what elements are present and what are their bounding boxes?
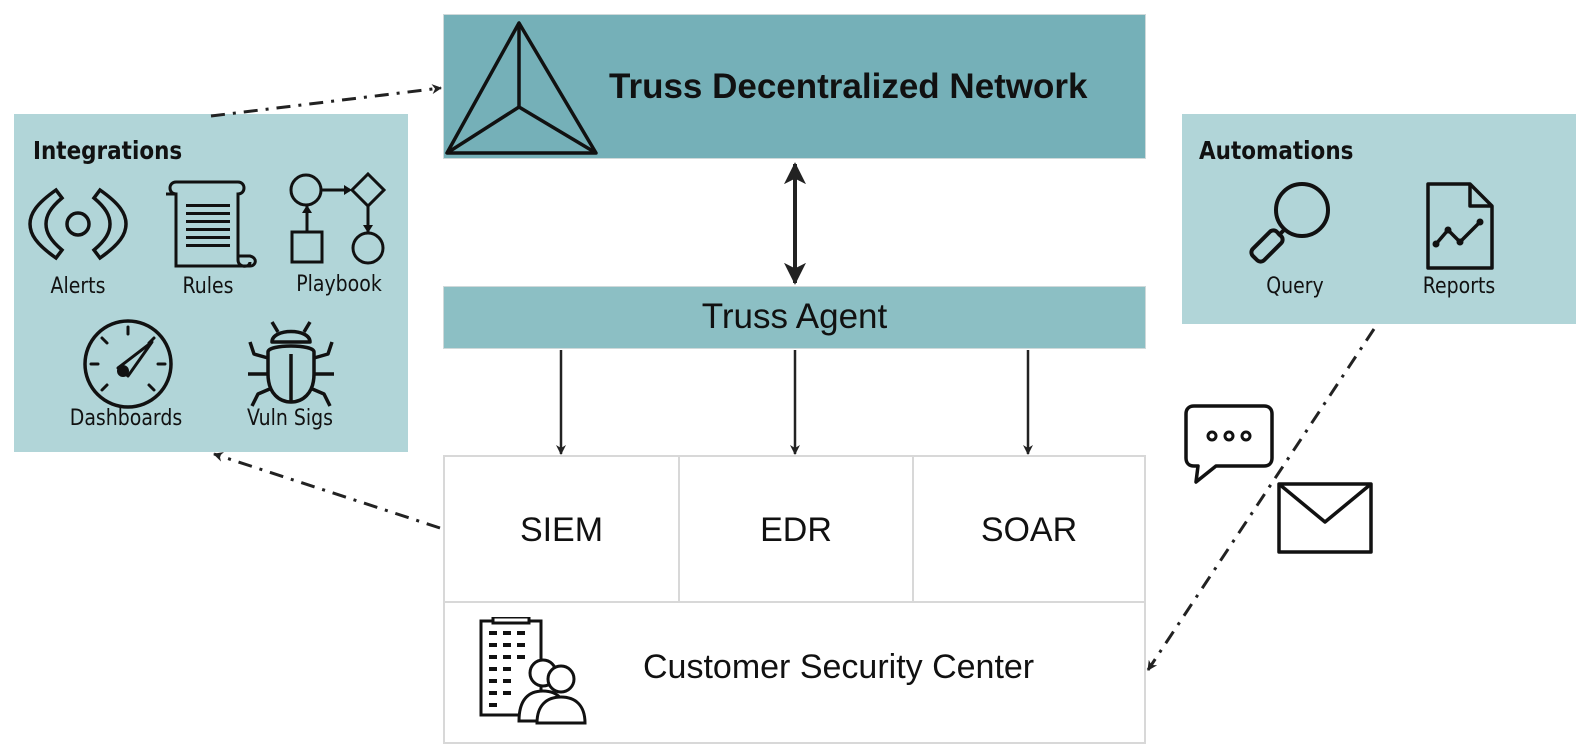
alerts-icon: [28, 187, 128, 261]
integrations-panel: Integrations Alerts Rules: [14, 114, 408, 452]
reports-label: Reports: [1422, 274, 1496, 299]
soar-label: SOAR: [980, 511, 1078, 549]
magnifier-icon: [1249, 182, 1330, 264]
soar-box: SOAR: [912, 455, 1146, 603]
truss-network-box: Truss Decentralized Network: [443, 14, 1146, 159]
integrations-title: Integrations: [33, 136, 183, 165]
rules-scroll-icon: [166, 180, 257, 268]
report-document-icon: [1426, 182, 1494, 270]
building-users-icon: [479, 617, 587, 725]
automations-title: Automations: [1199, 136, 1354, 165]
automations-panel: Automations Query Reports: [1182, 114, 1576, 324]
vuln-sigs-label: Vuln Sigs: [246, 406, 334, 431]
network-title: Truss Decentralized Network: [609, 67, 1088, 106]
bug-icon: [248, 321, 334, 407]
envelope-icon: [1277, 482, 1373, 554]
siem-label: SIEM: [519, 511, 604, 549]
truss-logo-icon: [445, 21, 598, 155]
truss-agent-box: Truss Agent: [443, 286, 1146, 349]
rules-label: Rules: [182, 274, 234, 299]
chat-bubble-icon: [1184, 404, 1274, 484]
siem-integrations-arrow: [213, 452, 441, 530]
siem-box: SIEM: [443, 455, 680, 603]
playbook-label: Playbook: [296, 272, 382, 297]
agent-title: Truss Agent: [701, 297, 888, 336]
dashboard-gauge-icon: [83, 319, 173, 409]
integrations-network-arrow: [210, 84, 442, 118]
customer-center-title: Customer Security Center: [643, 648, 1035, 686]
edr-label: EDR: [760, 511, 832, 549]
query-label: Query: [1266, 274, 1324, 299]
alerts-label: Alerts: [50, 274, 106, 299]
playbook-flow-icon: [289, 172, 387, 265]
automations-center-arrow: [1146, 328, 1376, 671]
dashboards-label: Dashboards: [69, 406, 183, 431]
edr-box: EDR: [678, 455, 914, 603]
customer-security-center-box: Customer Security Center: [443, 601, 1146, 744]
